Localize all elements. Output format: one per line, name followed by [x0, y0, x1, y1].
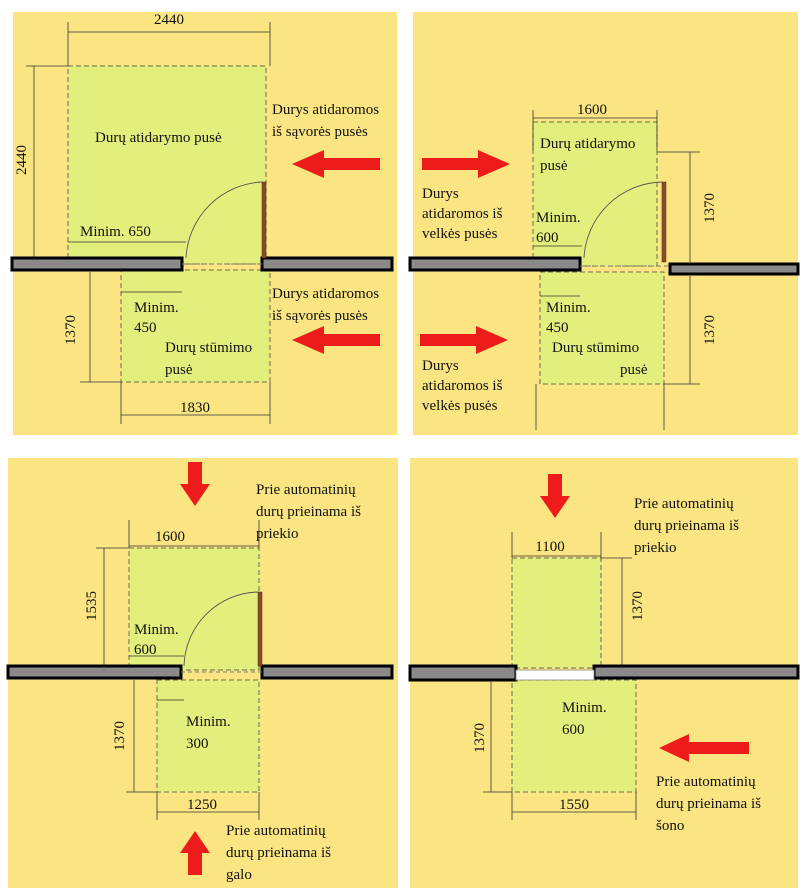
dim-bottom: 1250 [187, 797, 217, 813]
arrow-right-icon [422, 150, 510, 178]
arrow-up-icon [180, 831, 210, 875]
panel-2: 1600 Durų atidarymo pusė 1370 Durys atid… [408, 12, 800, 435]
arrow-left-icon [292, 326, 380, 354]
door-leaf [257, 591, 263, 667]
minim-300-label-1: Minim. [186, 714, 231, 730]
front-access-label-3: priekio [634, 540, 677, 556]
minim-450-label-2: 450 [546, 320, 569, 336]
arrow-label-top-3: velkės pusės [422, 226, 498, 242]
push-side-label-1: Durų stūmimo [165, 340, 252, 356]
door-leaf [261, 181, 267, 259]
wall-left [408, 664, 518, 682]
front-access-label-1: Prie automatinių [256, 482, 356, 498]
rear-access-label-3: galo [226, 867, 252, 883]
minim-600-label-1: Minim. [134, 622, 179, 638]
arrow-label-top-2: iš sąvorės pusės [272, 124, 368, 140]
arrow-left-icon [292, 150, 380, 178]
dim-left-bottom: 1370 [63, 315, 79, 345]
panel-4: 1100 Prie automatinių durų prieinama iš … [408, 458, 800, 888]
front-access-label-3: priekio [256, 526, 299, 542]
panel-1: 2440 2440 Durų atidarymo pusė Minim. 650… [10, 12, 397, 435]
arrow-down-icon [180, 462, 210, 506]
wall-left [6, 664, 183, 680]
wall-right [592, 664, 800, 680]
rear-zone [156, 679, 260, 793]
arrow-label-top-1: Durys [422, 186, 459, 202]
dim-right-bottom: 1370 [702, 315, 718, 345]
dim-left: 2440 [14, 145, 30, 175]
arrow-label-bot-1: Durys [422, 358, 459, 374]
minim-600-label-2: 600 [562, 722, 585, 738]
arrow-left-icon [659, 734, 749, 762]
dim-left-bottom: 1370 [472, 723, 488, 753]
minim-650-label: Minim. 650 [80, 224, 151, 240]
rear-access-label-2: durų prieinama iš [226, 845, 331, 861]
front-zone [511, 557, 602, 669]
dim-top: 2440 [154, 12, 184, 28]
side-access-label-2: durų prieinama iš [656, 796, 761, 812]
side-access-label-1: Prie automatinių [656, 774, 756, 790]
minim-450-label-2: 450 [134, 320, 157, 336]
minim-450-label-1: Minim. [134, 300, 179, 316]
sliding-door-opening [515, 669, 595, 681]
arrow-down-icon [540, 474, 570, 518]
arrow-label-bot-3: velkės pusės [422, 398, 498, 414]
door-leaf [661, 181, 667, 263]
dim-top: 1600 [155, 529, 185, 545]
side-zone [511, 679, 637, 793]
push-side-zone [120, 269, 271, 383]
push-side-label-1: Durų stūmimo [552, 340, 639, 356]
minim-600-label-2: 600 [134, 642, 157, 658]
push-side-label-2: pusė [165, 362, 193, 378]
opening-side-label-1: Durų atidarymo [540, 136, 635, 152]
wall-right [668, 262, 800, 276]
wall-left [408, 256, 582, 272]
wall-left [10, 256, 184, 272]
dim-top: 1600 [577, 102, 607, 118]
wall-right [260, 256, 394, 272]
arrow-label-bot-1: Durys atidaromos [272, 286, 379, 302]
arrow-right-icon [420, 326, 508, 354]
wall-right [260, 664, 394, 680]
dim-top: 1100 [535, 539, 564, 555]
push-side-label-2: pusė [620, 362, 648, 378]
door-swing-arc [583, 181, 663, 259]
rear-access-label-1: Prie automatinių [226, 823, 326, 839]
minim-300-label-2: 300 [186, 736, 209, 752]
panel-3: Prie automatinių durų prieinama iš priek… [6, 458, 398, 888]
dim-bottom: 1830 [180, 400, 210, 416]
arrow-label-bot-2: iš sąvorės pusės [272, 308, 368, 324]
door-swing-arc [185, 181, 263, 259]
minim-450-label-1: Minim. [546, 300, 591, 316]
push-side-zone [539, 271, 665, 385]
front-access-label-2: durų prieinama iš [256, 504, 361, 520]
opening-side-zone [67, 65, 267, 265]
dim-right-top: 1370 [702, 193, 718, 223]
front-zone [128, 547, 260, 671]
door-swing-arc [183, 591, 259, 667]
arrow-label-bot-2: atidaromos iš [422, 378, 503, 394]
opening-side-zone [532, 121, 658, 267]
dim-bottom: 1550 [559, 797, 589, 813]
front-access-label-2: durų prieinama iš [634, 518, 739, 534]
side-access-label-3: šono [656, 818, 684, 834]
minim-600-label-1: Minim. [536, 210, 581, 226]
minim-600-label-1: Minim. [562, 700, 607, 716]
dim-right-top: 1370 [630, 591, 646, 621]
dim-left-bottom: 1370 [112, 721, 128, 751]
minim-600-label-2: 600 [536, 230, 559, 246]
arrow-label-top-1: Durys atidaromos [272, 102, 379, 118]
dim-left-top: 1535 [84, 591, 100, 621]
opening-side-label-2: pusė [540, 158, 568, 174]
front-access-label-1: Prie automatinių [634, 496, 734, 512]
arrow-label-top-2: atidaromos iš [422, 206, 503, 222]
opening-side-label: Durų atidarymo pusė [95, 130, 222, 146]
